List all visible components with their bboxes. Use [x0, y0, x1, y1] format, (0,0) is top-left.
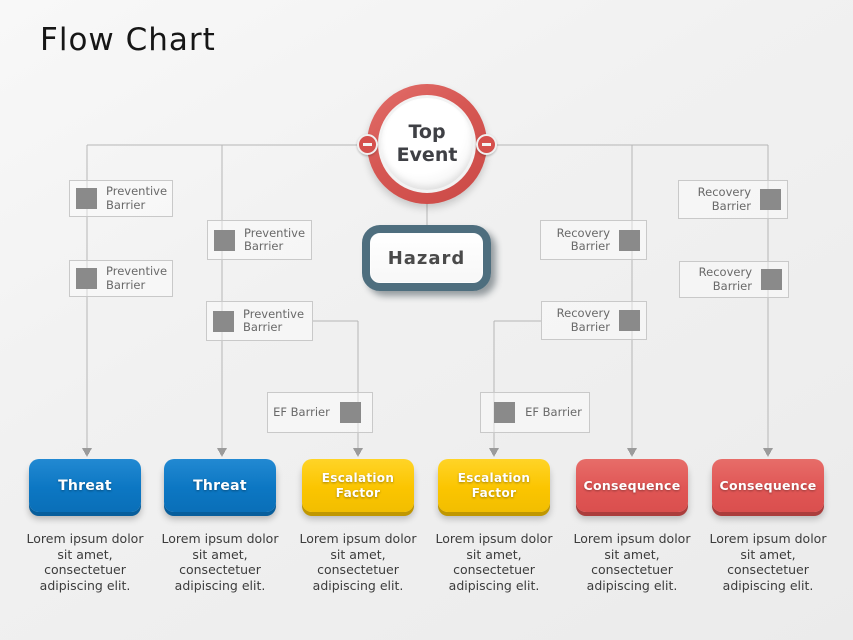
node-description: Lorem ipsum dolor sit amet, consectetuer… [435, 531, 553, 593]
recovery-barrier-3[interactable]: Recovery Barrier [679, 261, 789, 298]
node-label: Threat [193, 477, 247, 494]
arrow-down-icon [82, 448, 92, 457]
top-event-node[interactable]: Top Event [357, 84, 497, 204]
connector-ef-right [493, 320, 541, 448]
barrier-label: Recovery Barrier [697, 185, 751, 213]
barrier-square-icon [339, 402, 361, 423]
node-threat-1[interactable]: Threat [29, 459, 141, 512]
barrier-label: Recovery Barrier [556, 306, 610, 334]
recovery-barrier-2[interactable]: Recovery Barrier [540, 220, 647, 260]
ef-barrier-1[interactable]: EF Barrier [267, 392, 373, 433]
node-label: Threat [58, 477, 112, 494]
node-description: Lorem ipsum dolor sit amet, consectetuer… [573, 531, 691, 593]
barrier-square-icon [761, 269, 782, 290]
node-description: Lorem ipsum dolor sit amet, consectetuer… [709, 531, 827, 593]
recovery-barrier-1[interactable]: Recovery Barrier [678, 180, 788, 219]
page-title: Flow Chart [40, 22, 216, 58]
node-label: Consequence [719, 478, 817, 493]
node-escalation-factor-2[interactable]: Escalation Factor [438, 459, 550, 512]
node-label: Escalation Factor [457, 470, 531, 500]
node-escalation-factor-1[interactable]: Escalation Factor [302, 459, 414, 512]
hazard-node[interactable]: Hazard [362, 225, 491, 291]
barrier-square-icon [760, 189, 781, 210]
node-consequence-1[interactable]: Consequence [576, 459, 688, 512]
node-description: Lorem ipsum dolor sit amet, consectetuer… [26, 531, 144, 593]
connector-dot-right-icon [476, 133, 497, 155]
preventive-barrier-1[interactable]: Preventive Barrier [69, 180, 173, 217]
barrier-square-icon [76, 268, 97, 289]
arrow-down-icon [217, 448, 227, 457]
barrier-square-icon [214, 229, 235, 251]
ef-barrier-2[interactable]: EF Barrier [480, 392, 590, 433]
node-label: Escalation Factor [321, 470, 395, 500]
arrow-down-icon [489, 448, 499, 457]
preventive-barrier-4[interactable]: Preventive Barrier [206, 301, 313, 341]
node-description: Lorem ipsum dolor sit amet, consectetuer… [161, 531, 279, 593]
barrier-label: Recovery Barrier [698, 265, 752, 293]
barrier-label: EF Barrier [273, 404, 330, 419]
arrow-down-icon [763, 448, 773, 457]
barrier-label: Preventive Barrier [243, 306, 305, 334]
barrier-label: Recovery Barrier [556, 225, 610, 253]
barrier-label: Preventive Barrier [106, 264, 168, 292]
node-threat-2[interactable]: Threat [164, 459, 276, 512]
top-event-label: Top Event [396, 121, 458, 166]
connector-ef-left [313, 320, 359, 448]
barrier-label: EF Barrier [525, 404, 582, 419]
node-description: Lorem ipsum dolor sit amet, consectetuer… [299, 531, 417, 593]
connector-dot-left-icon [357, 133, 378, 155]
recovery-barrier-4[interactable]: Recovery Barrier [541, 301, 647, 340]
barrier-square-icon [619, 229, 640, 251]
preventive-barrier-3[interactable]: Preventive Barrier [69, 260, 173, 297]
barrier-square-icon [619, 310, 640, 331]
top-event-inner-circle [378, 95, 476, 193]
arrow-down-icon [627, 448, 637, 457]
node-consequence-2[interactable]: Consequence [712, 459, 824, 512]
barrier-square-icon [494, 402, 516, 423]
barrier-square-icon [213, 310, 234, 332]
barrier-label: Preventive Barrier [106, 184, 168, 212]
hazard-label: Hazard [387, 247, 466, 269]
barrier-label: Preventive Barrier [244, 225, 306, 253]
node-label: Consequence [583, 478, 681, 493]
preventive-barrier-2[interactable]: Preventive Barrier [207, 220, 312, 260]
arrow-down-icon [353, 448, 363, 457]
barrier-square-icon [76, 188, 97, 209]
